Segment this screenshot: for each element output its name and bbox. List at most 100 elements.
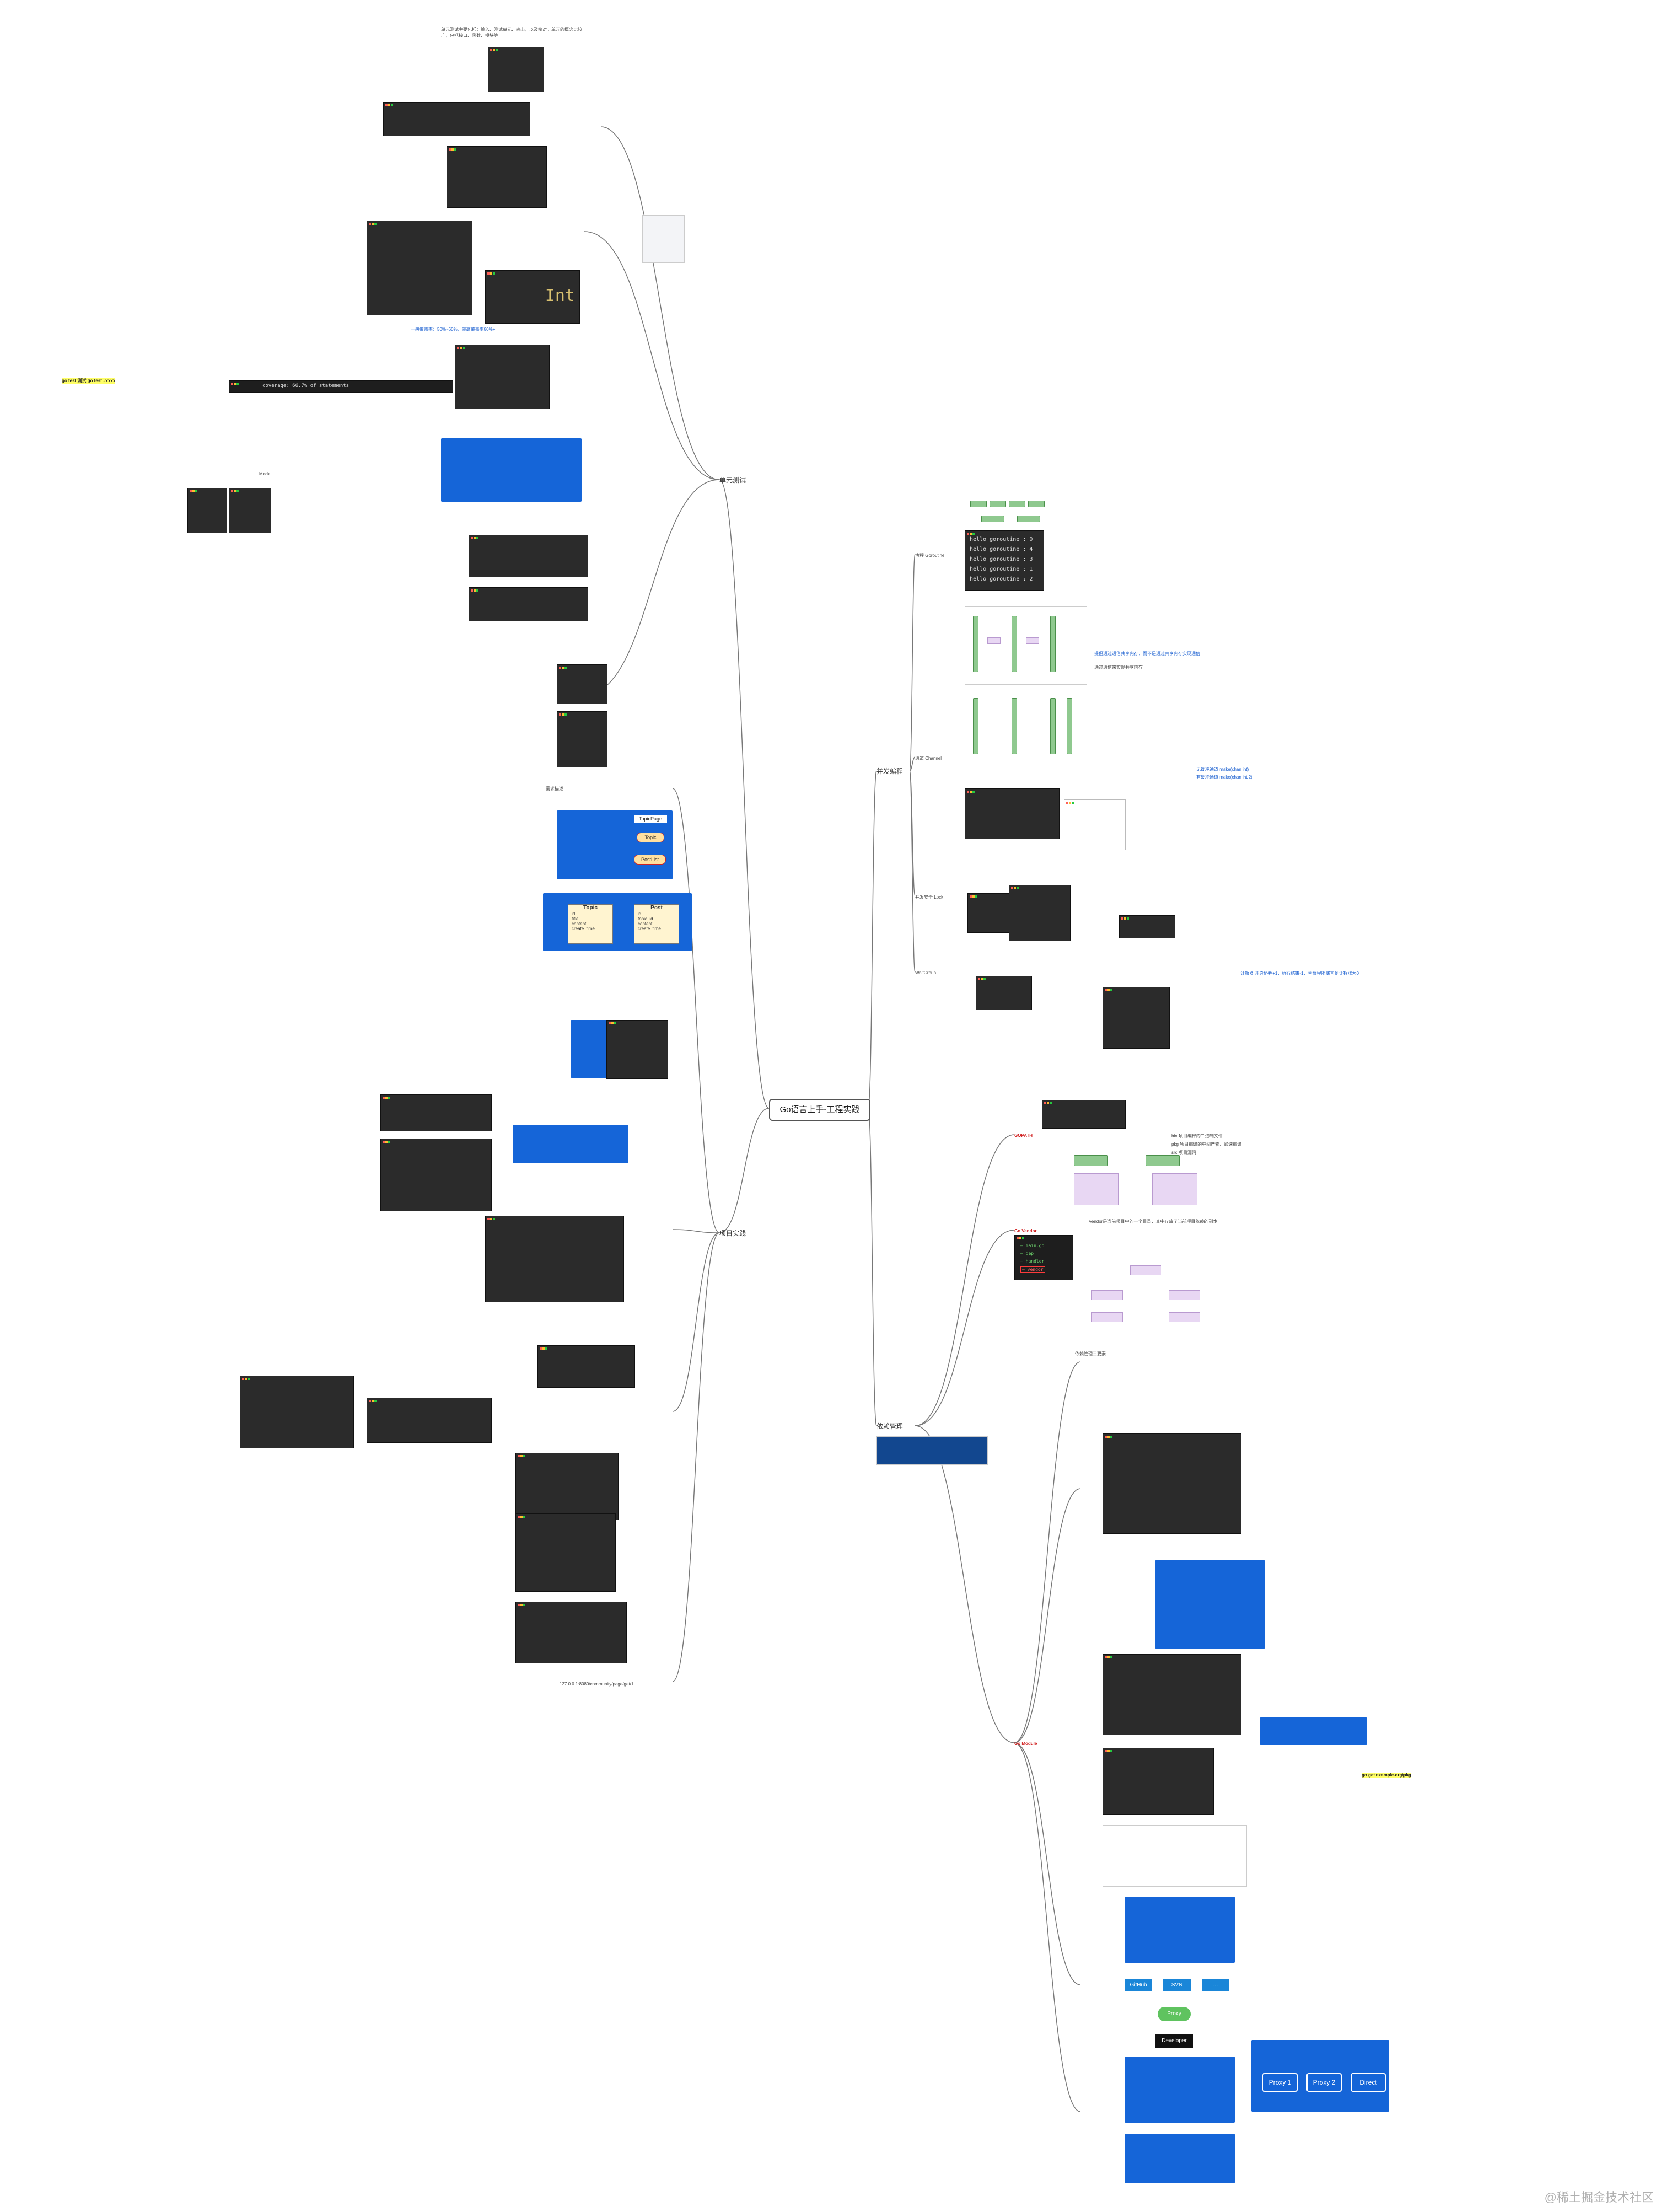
vendor-pkg [1130, 1265, 1161, 1275]
note-unit-test: 单元测试主要包括：输入、测试单元、输出，以及校对。单元的概念比较广，包括接口、函… [441, 27, 582, 38]
component-code [606, 1020, 668, 1079]
proxy-2-box: Proxy 2 [1306, 2073, 1342, 2092]
connector-curve [868, 770, 877, 1109]
thread-box [970, 501, 987, 507]
connector-curve [909, 756, 916, 771]
vendor-tree-line-2: — handler [1020, 1259, 1045, 1264]
label-requirement: 需求描述 [546, 786, 563, 791]
index-panel [513, 1125, 628, 1163]
branch-project[interactable]: 项目实践 [719, 1228, 746, 1238]
node-govendor[interactable]: Go Vendor [1014, 1228, 1037, 1233]
note-shared: 通过通信来实现共享内存 [1094, 665, 1143, 670]
benchmark-code [469, 535, 588, 577]
mock-diagram [441, 438, 582, 502]
connector-curve [868, 1108, 877, 1426]
er-topic-field: id [572, 911, 576, 916]
label-mock: Mock [259, 471, 270, 476]
connector-curve [584, 231, 720, 480]
vendor-tree-line-3: — vendor [1020, 1266, 1045, 1273]
note-three-elements: 依赖管理三要素 [1075, 1351, 1106, 1356]
er-post-field: topic_id [638, 916, 653, 921]
er-topic-field: create_time [572, 926, 595, 931]
csp-diagram [965, 606, 1087, 685]
mock-code-right [229, 488, 271, 533]
proxy-diagram: GitHub SVN ... Proxy Developer [1103, 1968, 1240, 2057]
thread-box [990, 501, 1006, 507]
waitgroup-code-2 [1103, 987, 1170, 1049]
benchmark-result-2 [557, 711, 607, 767]
lock-output [1119, 915, 1175, 938]
gopath-node [1146, 1155, 1180, 1166]
branch-dependency[interactable]: 依赖管理 [876, 1421, 903, 1431]
vendor-pkg [1091, 1312, 1123, 1322]
node-channel[interactable]: 通道 Channel [915, 756, 942, 761]
hello-line-0: hello goroutine : 0 [970, 536, 1033, 543]
proxy-source-more: ... [1202, 1979, 1229, 1991]
connector-curve [915, 1230, 1015, 1426]
hello-line-3: hello goroutine : 1 [970, 566, 1033, 572]
branch-concurrency[interactable]: 并发编程 [876, 766, 903, 776]
goroutine-bar [1067, 698, 1072, 754]
pkg-box [1074, 1173, 1119, 1205]
goroutine-bar [1050, 698, 1056, 754]
node-goroutine[interactable]: 协程 Goroutine [915, 553, 945, 558]
branch-testing[interactable]: 单元测试 [719, 475, 746, 485]
test-run-code [515, 1453, 619, 1520]
connector-curve [672, 1232, 720, 1682]
watermark: @稀土掘金技术社区 [1544, 2190, 1654, 2204]
root-node[interactable]: Go语言上手-工程实践 [769, 1099, 870, 1121]
usecase-topicpage: TopicPage [634, 815, 667, 823]
connector-curve [672, 1232, 720, 1412]
mock-code-left [187, 488, 227, 533]
connector-curve [1014, 1488, 1081, 1743]
memory-box [1026, 637, 1039, 644]
usecase-panel: TopicPage Topic PostList [557, 810, 673, 879]
vendor-pkg [1169, 1290, 1200, 1300]
usecase-postlist: PostList [634, 855, 666, 865]
er-post-field: content [638, 921, 653, 926]
judgment-code: Int [485, 270, 580, 324]
connector-curve [909, 770, 916, 973]
node-waitgroup[interactable]: WaitGroup [915, 970, 936, 975]
thread-box [1009, 501, 1025, 507]
branch-dependency-label: 依赖管理 [876, 1422, 904, 1430]
incompatible-panel [1260, 1717, 1367, 1745]
branch-project-label: 项目实践 [719, 1230, 746, 1237]
thread-box [1017, 516, 1040, 522]
connector-curve [672, 1229, 720, 1233]
goproxy-panel: Proxy 1 Proxy 2 Direct [1251, 2040, 1389, 2112]
gopath-tree [1042, 1100, 1126, 1129]
connector-curve [1014, 1742, 1081, 2112]
lock-code-2 [1009, 885, 1071, 941]
node-gomodule[interactable]: Go Module [1014, 1741, 1037, 1746]
benchmark-code-2 [469, 587, 588, 621]
pkg-box [1152, 1173, 1197, 1205]
go-get-panel [1125, 2057, 1235, 2123]
connector-curve [915, 1134, 1015, 1426]
er-panel: Topic id title content create_time Post … [543, 893, 692, 951]
goroutine-bar [973, 698, 978, 754]
coverage-code [367, 221, 472, 315]
note-bin: bin 项目编译的二进制文件 [1171, 1134, 1223, 1139]
connector-curve [915, 1425, 1015, 1743]
assert-code [447, 146, 547, 208]
waitgroup-code [976, 976, 1032, 1010]
node-lock[interactable]: 并发安全 Lock [915, 895, 944, 900]
thread-box [981, 516, 1004, 522]
note-buffered: 有缓冲通道 make(chan int,2) [1196, 775, 1252, 780]
usecase-topic: Topic [637, 833, 664, 842]
connector-curve [909, 554, 916, 771]
benchmark-result [557, 664, 607, 704]
vendor-tree-line-1: — dep [1020, 1251, 1034, 1256]
test-flow-image [642, 215, 685, 263]
er-topic-title: Topic [568, 905, 612, 911]
service-code [485, 1216, 624, 1302]
controller-code [537, 1345, 635, 1388]
goroutine-bar [1012, 616, 1017, 672]
node-gopath[interactable]: GOPATH [1014, 1133, 1033, 1138]
note-coverage: 一般覆盖率：50%~60%，较高覆盖率80%+ [411, 327, 496, 332]
goroutine-bar [1050, 616, 1056, 672]
branch-testing-label: 单元测试 [719, 476, 746, 484]
